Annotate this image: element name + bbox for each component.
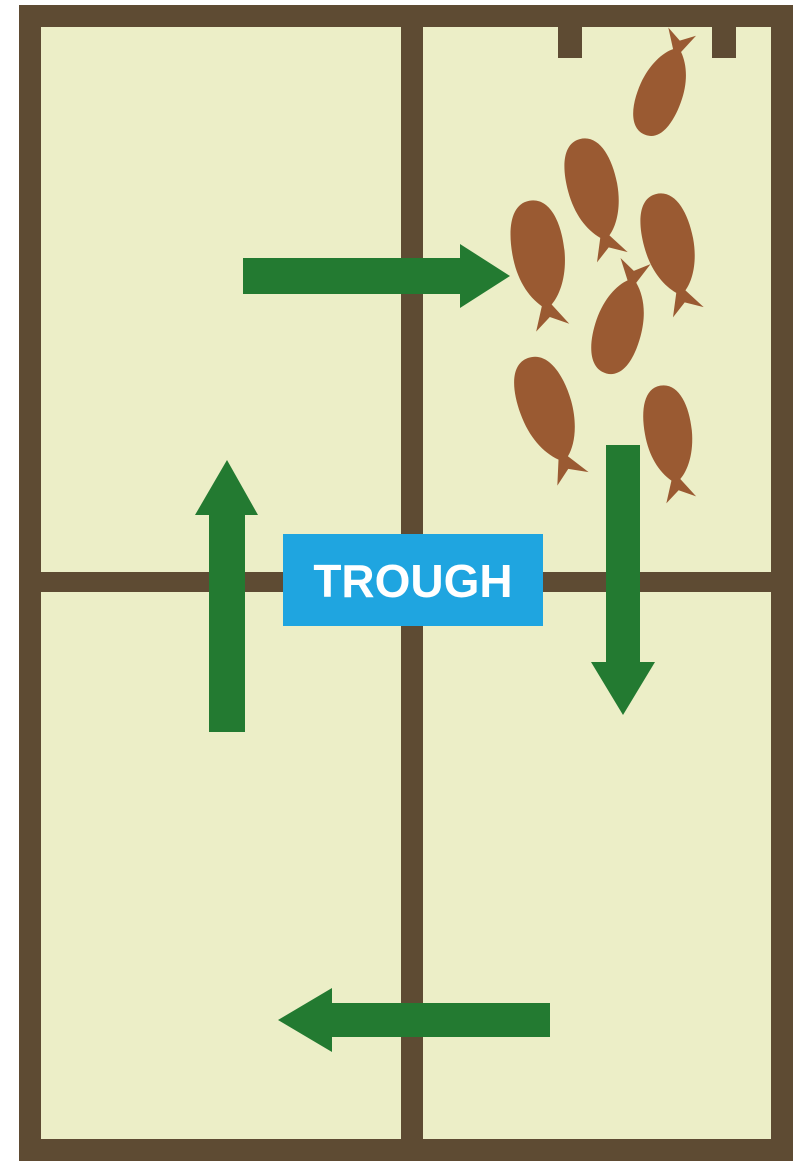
trough-label: TROUGH [313,555,512,607]
trough: TROUGH [283,534,543,626]
